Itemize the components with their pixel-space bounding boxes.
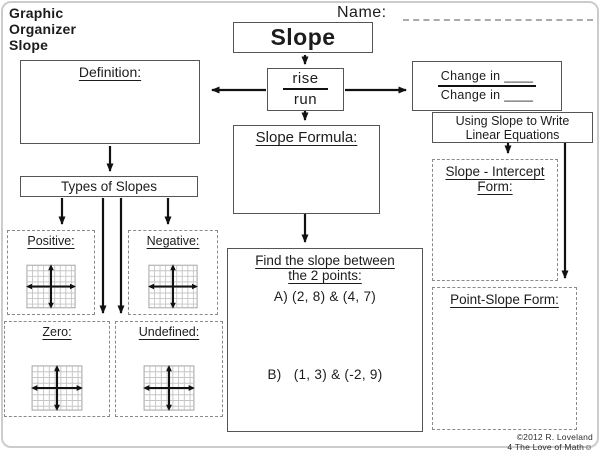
types-of-slopes-label: Types of Slopes <box>60 179 158 194</box>
name-blank-line <box>403 19 593 21</box>
slope-title-box: Slope <box>233 22 373 53</box>
zero-coordinate-grid-graphic <box>31 365 83 411</box>
definition-box: Definition: <box>20 60 200 144</box>
using-slope-box: Using Slope to Write Linear Equations <box>432 112 593 143</box>
negative-coordinate-grid-graphic <box>148 264 198 309</box>
problem-a: A) (2, 8) & (4, 7) <box>273 289 377 304</box>
undefined-heading: Undefined: <box>138 325 200 339</box>
point-slope-heading: Point-Slope Form: <box>450 292 559 307</box>
slope-intercept-box: Slope - Intercept Form: <box>432 159 558 281</box>
types-of-slopes-box: Types of Slopes <box>20 176 198 197</box>
zero-slope-box: Zero: <box>4 321 110 417</box>
point-slope-box: Point-Slope Form: <box>432 287 577 430</box>
worksheet-title-line1: Graphic <box>9 5 64 21</box>
undefined-slope-box: Undefined: <box>115 321 223 417</box>
find-slope-heading-line2: the 2 points: <box>288 268 362 283</box>
find-slope-heading-line1: Find the slope between <box>255 253 395 268</box>
slope-formula-heading: Slope Formula: <box>255 129 358 146</box>
name-label: Name: <box>337 4 387 21</box>
change-in-box: Change in ____ Change in ____ <box>412 61 562 111</box>
change-in-bottom: Change in ____ <box>440 88 534 102</box>
change-in-top: Change in ____ <box>437 68 537 87</box>
undefined-coordinate-grid-graphic <box>143 365 195 411</box>
slope-title: Slope <box>270 24 336 50</box>
copyright-line2: 4 The Love of Math☺ <box>507 442 593 452</box>
slope-intercept-heading-line1: Slope - Intercept <box>445 164 545 179</box>
problem-b: B) (1, 3) & (-2, 9) <box>267 367 383 382</box>
slope-formula-box: Slope Formula: <box>233 125 380 214</box>
positive-slope-box: Positive: <box>7 230 95 315</box>
worksheet-title-line3: Slope <box>9 37 49 53</box>
rise-label: rise <box>283 70 328 90</box>
worksheet-title: Graphic Organizer Slope <box>9 5 76 53</box>
copyright-line1: ©2012 R. Loveland <box>516 432 593 442</box>
run-label: run <box>293 91 318 108</box>
rise-run-box: rise run <box>267 68 344 111</box>
negative-slope-box: Negative: <box>128 230 218 315</box>
negative-heading: Negative: <box>146 234 200 248</box>
worksheet-title-line2: Organizer <box>9 21 77 37</box>
positive-coordinate-grid-graphic <box>26 264 76 309</box>
definition-heading: Definition: <box>78 64 142 80</box>
using-slope-line2: Linear Equations <box>465 128 560 142</box>
copyright: ©2012 R. Loveland 4 The Love of Math☺ <box>507 432 593 452</box>
zero-heading: Zero: <box>42 325 72 339</box>
positive-heading: Positive: <box>27 234 75 248</box>
using-slope-line1: Using Slope to Write <box>455 114 570 128</box>
find-slope-box: Find the slope between the 2 points: A) … <box>227 248 423 432</box>
slope-intercept-heading-line2: Form: <box>477 179 513 194</box>
